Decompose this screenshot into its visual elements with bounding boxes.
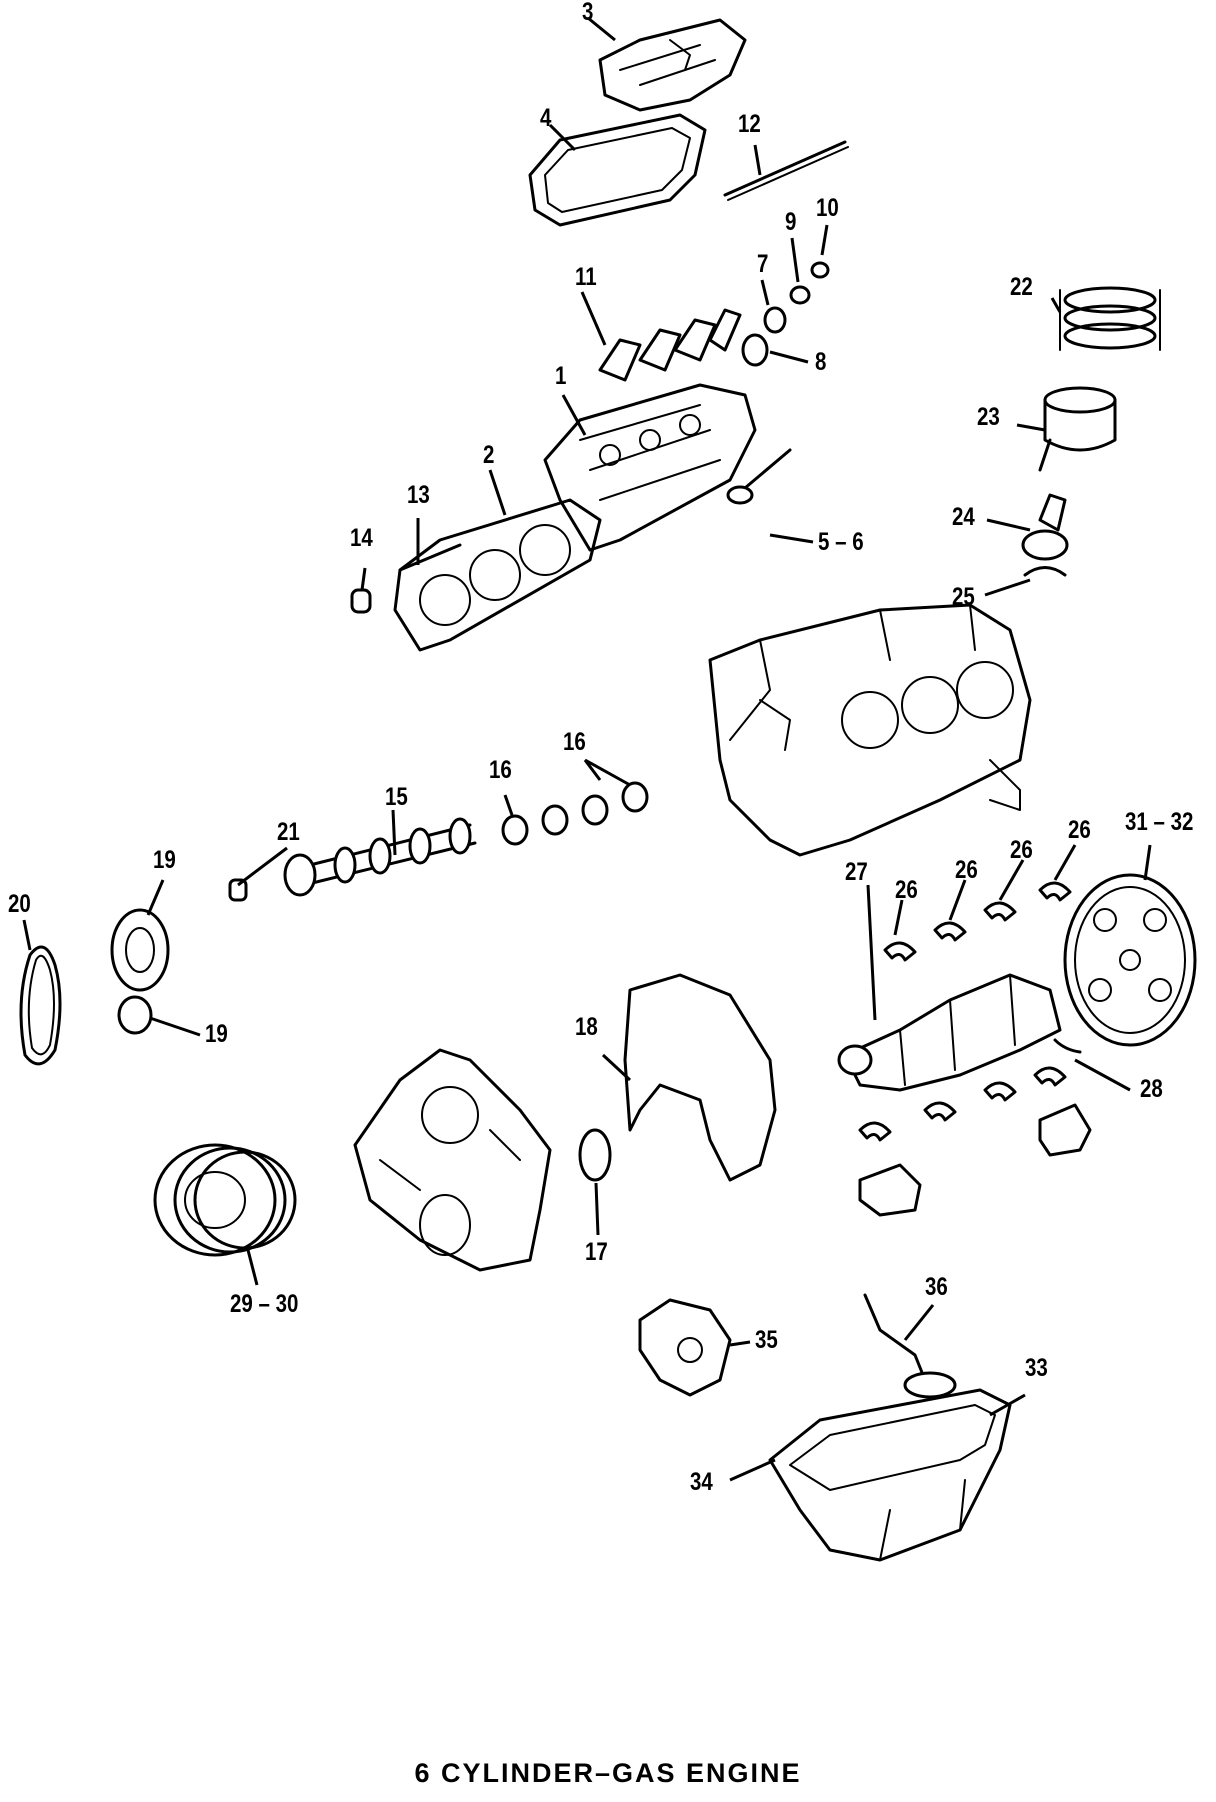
callout-12: 12 bbox=[738, 110, 761, 138]
callout-26-c: 26 bbox=[1010, 836, 1033, 864]
connecting-rod bbox=[1021, 493, 1069, 561]
callout-5-6: 5 – 6 bbox=[818, 528, 864, 556]
callout-20: 20 bbox=[8, 890, 31, 918]
cam-thrust-bolt bbox=[228, 878, 248, 902]
push-rod bbox=[723, 140, 849, 201]
callout-2: 2 bbox=[483, 441, 495, 469]
piston-rings bbox=[1059, 286, 1161, 351]
callout-18: 18 bbox=[575, 1013, 598, 1041]
callout-3: 3 bbox=[582, 0, 594, 26]
main-bearing-caps bbox=[858, 1066, 1092, 1217]
callout-16-a: 16 bbox=[489, 756, 512, 784]
crankshaft-pulley bbox=[153, 1143, 297, 1257]
callout-8: 8 bbox=[815, 348, 827, 376]
rocker-arms bbox=[598, 308, 742, 382]
valve-spring-retainers bbox=[741, 261, 830, 367]
engine-block bbox=[708, 603, 1032, 857]
callout-26-d: 26 bbox=[1068, 816, 1091, 844]
callout-26-b: 26 bbox=[955, 856, 978, 884]
cylinder-head bbox=[543, 383, 757, 552]
callout-23: 23 bbox=[977, 403, 1000, 431]
cam-bearings bbox=[501, 781, 649, 846]
callout-13: 13 bbox=[407, 481, 430, 509]
callout-35: 35 bbox=[755, 1326, 778, 1354]
callout-27: 27 bbox=[845, 858, 868, 886]
callout-15: 15 bbox=[385, 783, 408, 811]
callout-4: 4 bbox=[540, 104, 552, 132]
front-crank-seal bbox=[578, 1128, 612, 1182]
callout-25: 25 bbox=[952, 583, 975, 611]
flywheel bbox=[1063, 873, 1197, 1047]
callout-11: 11 bbox=[575, 263, 597, 291]
callout-34: 34 bbox=[690, 1468, 713, 1496]
callout-19-a: 19 bbox=[153, 846, 176, 874]
callout-36: 36 bbox=[925, 1273, 948, 1301]
crankshaft bbox=[837, 973, 1062, 1092]
timing-cover-gasket bbox=[623, 973, 777, 1182]
oil-pan bbox=[768, 1388, 1012, 1562]
callout-1: 1 bbox=[555, 362, 567, 390]
camshaft bbox=[283, 817, 477, 897]
camshaft-sprocket bbox=[110, 908, 170, 992]
callout-29-30: 29 – 30 bbox=[230, 1290, 299, 1318]
callout-7: 7 bbox=[757, 250, 769, 278]
timing-chain bbox=[19, 945, 62, 1066]
callout-17: 17 bbox=[585, 1238, 608, 1266]
callout-28: 28 bbox=[1140, 1075, 1163, 1103]
engine-valve bbox=[726, 448, 792, 505]
callout-9: 9 bbox=[785, 208, 797, 236]
main-bearings-upper bbox=[883, 881, 1072, 962]
crank-sprocket bbox=[117, 995, 153, 1035]
callout-31-32: 31 – 32 bbox=[1125, 808, 1194, 836]
callout-10: 10 bbox=[816, 194, 839, 222]
head-bolt bbox=[398, 543, 462, 572]
oil-pump bbox=[638, 1298, 732, 1397]
callout-21: 21 bbox=[277, 818, 300, 846]
callout-16-b: 16 bbox=[563, 728, 586, 756]
callout-24: 24 bbox=[952, 503, 975, 531]
callout-leader-lines bbox=[22, 16, 1152, 1482]
piston bbox=[1038, 386, 1117, 472]
callout-26-a: 26 bbox=[895, 876, 918, 904]
callout-22: 22 bbox=[1010, 273, 1033, 301]
diagram-caption: 6 CYLINDER–GAS ENGINE bbox=[414, 1758, 802, 1788]
dowel-pin bbox=[350, 588, 372, 614]
valve-cover-gasket bbox=[528, 113, 707, 227]
head-gasket bbox=[393, 498, 602, 652]
timing-cover bbox=[353, 1048, 552, 1272]
rod-bearing bbox=[1023, 566, 1067, 577]
callout-14: 14 bbox=[350, 524, 373, 552]
valve-cover bbox=[598, 18, 747, 112]
callout-19-b: 19 bbox=[205, 1020, 228, 1048]
oil-pickup-tube bbox=[863, 1293, 957, 1399]
callout-33: 33 bbox=[1025, 1354, 1048, 1382]
thrust-washer bbox=[1053, 1038, 1082, 1054]
